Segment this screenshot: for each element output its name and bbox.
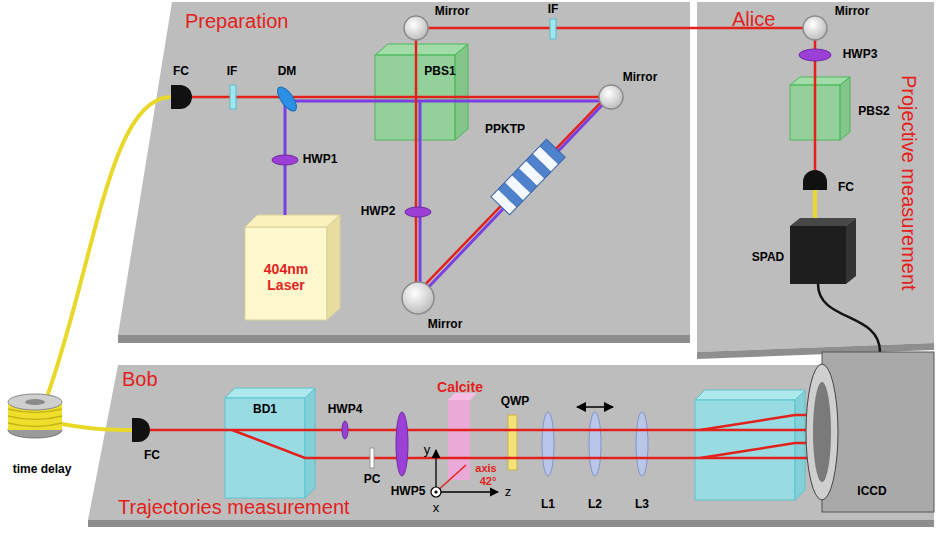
axis-label: axis <box>475 462 496 474</box>
iccd-camera <box>806 352 934 512</box>
part-label: PPKTP <box>485 123 525 136</box>
axis-label: 42° <box>480 475 497 487</box>
panel-heading: Projective measurement <box>897 75 920 291</box>
setup-panel-face <box>118 2 690 335</box>
setup-panel: Preparation 404nm Laser <box>118 0 692 345</box>
laser-box-face <box>245 215 340 227</box>
setup-panel: BobTrajectories measurement <box>88 362 936 528</box>
setup-panel: AliceProjective measurement <box>697 0 936 360</box>
part-label: L2 <box>588 498 602 511</box>
part-label: PBS2 <box>858 105 889 118</box>
part-label: L1 <box>541 498 555 511</box>
part-label: HWP4 <box>328 403 363 416</box>
spad-detector <box>790 218 856 284</box>
setup-panel-face <box>118 335 690 343</box>
panel-heading: Bob <box>122 368 158 391</box>
part-label: time delay <box>13 463 72 476</box>
axis-label: y <box>424 443 431 457</box>
part-label: FC <box>838 181 854 194</box>
part-label: SPAD <box>752 251 784 264</box>
laser-box-face <box>245 227 327 320</box>
panel-heading: Alice <box>732 8 775 31</box>
axis-label: z <box>505 485 512 499</box>
part-label: L3 <box>635 498 649 511</box>
part-label: IF <box>227 65 238 78</box>
part-label: PC <box>364 473 381 486</box>
setup-panel-outline <box>118 0 692 345</box>
part-label: DM <box>278 65 297 78</box>
fiber-spool <box>8 394 62 438</box>
panel-heading: Trajectories measurement <box>118 496 350 519</box>
laser-box-face <box>327 215 340 320</box>
part-label: Calcite <box>437 380 483 395</box>
panel-heading: Preparation <box>185 10 288 33</box>
laser-box: 404nm Laser <box>245 215 340 320</box>
part-label: IF <box>548 3 559 16</box>
part-label: HWP2 <box>361 205 396 218</box>
translation-arrow <box>577 406 613 408</box>
setup-panel-face <box>697 2 934 352</box>
part-label: Mirror <box>435 5 470 18</box>
part-label: ICCD <box>857 485 886 498</box>
part-label: Mirror <box>623 71 658 84</box>
part-label: Mirror <box>428 318 463 331</box>
part-label: HWP5 <box>391 485 426 498</box>
part-label: HWP3 <box>843 48 878 61</box>
part-label: QWP <box>501 395 530 408</box>
axis-label: x <box>433 501 440 515</box>
part-label: FC <box>144 449 160 462</box>
part-label: FC <box>173 65 189 78</box>
phase-compensator <box>370 448 374 468</box>
part-label: Mirror <box>835 5 870 18</box>
part-label: BD1 <box>253 403 277 416</box>
part-label: HWP1 <box>303 153 338 166</box>
setup-panel-face <box>88 520 934 527</box>
quarter-wave-plate <box>508 415 517 470</box>
device-label: 404nm Laser <box>251 261 321 293</box>
setup-panel-face <box>88 365 934 520</box>
setup-panel-face <box>697 343 934 359</box>
part-label: PBS1 <box>424 65 455 78</box>
